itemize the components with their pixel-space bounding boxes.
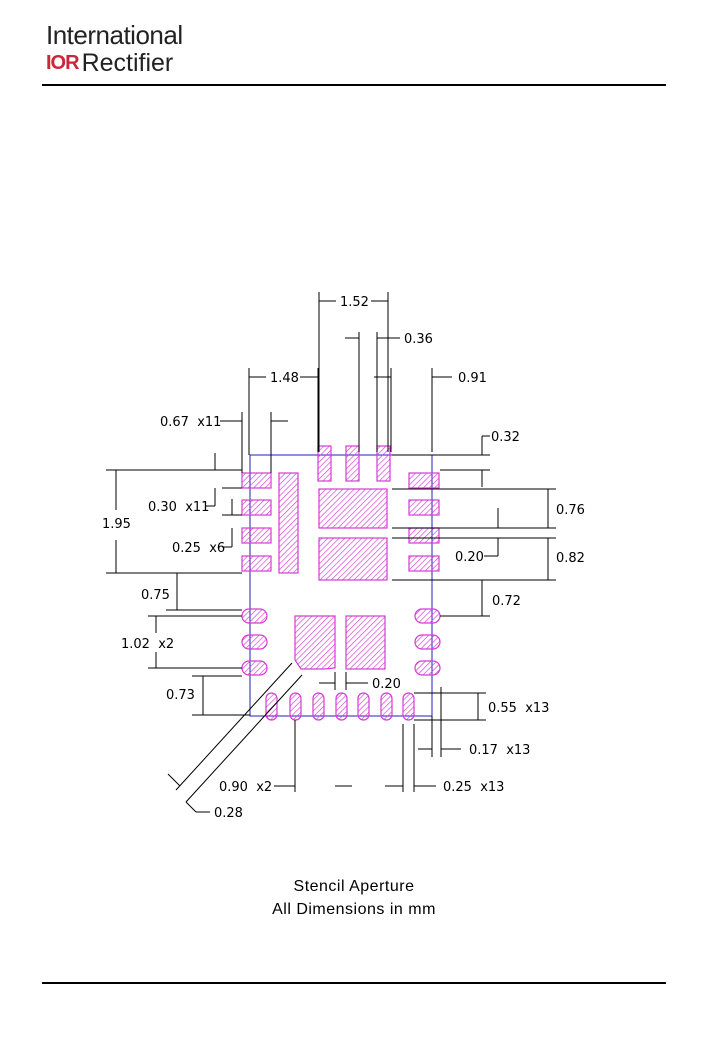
ior-logo-mark: IOR <box>46 52 80 74</box>
international-rectifier-logo: International IOR Rectifier <box>46 20 183 77</box>
pad-bottom-1 <box>265 692 278 721</box>
pad-lower-right <box>345 615 386 670</box>
pad-top-3 <box>376 445 391 482</box>
pad-bottom-7 <box>402 692 415 721</box>
logo-text-rectifier: Rectifier <box>81 49 174 77</box>
dim-0-73: 0.73 <box>166 688 195 703</box>
dim-0-75: 0.75 <box>141 588 170 603</box>
pad-bottom-5 <box>357 692 370 721</box>
stencil-pads <box>241 445 441 721</box>
pad-left-4 <box>241 555 272 572</box>
pad-left-round-2 <box>241 634 268 650</box>
pad-tall-left <box>278 472 299 574</box>
dim-0-76: 0.76 <box>556 503 585 518</box>
pad-right-4 <box>408 555 440 572</box>
dim-1-48: 1.48 <box>270 371 299 386</box>
footer-rule <box>42 982 666 984</box>
pad-right-1 <box>408 472 440 489</box>
pad-bottom-2 <box>289 692 302 721</box>
pad-left-3 <box>241 527 272 544</box>
pad-right-2 <box>408 499 440 516</box>
dim-0-20-right: 0.20 <box>455 550 484 565</box>
pad-top-1 <box>317 445 332 482</box>
dim-0-82: 0.82 <box>556 551 585 566</box>
dim-0-25-x6: 0.25 x6 <box>172 541 225 556</box>
dim-0-72: 0.72 <box>492 594 521 609</box>
dim-0-55-x13: 0.55 x13 <box>488 701 549 716</box>
pad-bottom-4 <box>335 692 348 721</box>
dim-0-20-bottom: 0.20 <box>372 677 401 692</box>
dim-0-67-x11: 0.67 x11 <box>160 415 221 430</box>
pad-right-round-3 <box>414 660 441 676</box>
pad-left-round-3 <box>241 660 268 676</box>
dim-0-32: 0.32 <box>491 430 520 445</box>
pad-right-round-1 <box>414 608 441 624</box>
pad-left-1 <box>241 472 272 489</box>
pad-top-2 <box>345 445 360 482</box>
logo-line-2: IOR Rectifier <box>46 50 183 77</box>
dim-0-91: 0.91 <box>458 371 487 386</box>
caption-units: All Dimensions in mm <box>272 901 436 918</box>
dim-1-52: 1.52 <box>340 295 369 310</box>
dim-1-02-x2: 1.02 x2 <box>121 637 174 652</box>
dim-1-95: 1.95 <box>102 517 131 532</box>
logo-text-international: International <box>46 20 183 50</box>
dim-0-25-x13: 0.25 x13 <box>443 780 504 795</box>
pad-left-round-1 <box>241 608 268 624</box>
pad-left-2 <box>241 499 272 516</box>
pad-right-round-2 <box>414 634 441 650</box>
header-rule <box>42 84 666 86</box>
pad-center-upper <box>318 488 388 529</box>
dim-0-90-x2: 0.90 x2 <box>219 780 272 795</box>
caption-title: Stencil Aperture <box>293 878 415 895</box>
pad-center-lower <box>318 537 388 581</box>
dim-0-36: 0.36 <box>404 332 433 347</box>
dimension-lines <box>106 292 556 813</box>
pad-lower-left <box>294 615 336 670</box>
pad-bottom-3 <box>312 692 325 721</box>
pad-right-3 <box>408 527 440 544</box>
pad-bottom-6 <box>380 692 393 721</box>
dim-0-30-x11: 0.30 x11 <box>148 500 209 515</box>
dim-0-17-x13: 0.17 x13 <box>469 743 530 758</box>
dim-0-28: 0.28 <box>214 806 243 821</box>
